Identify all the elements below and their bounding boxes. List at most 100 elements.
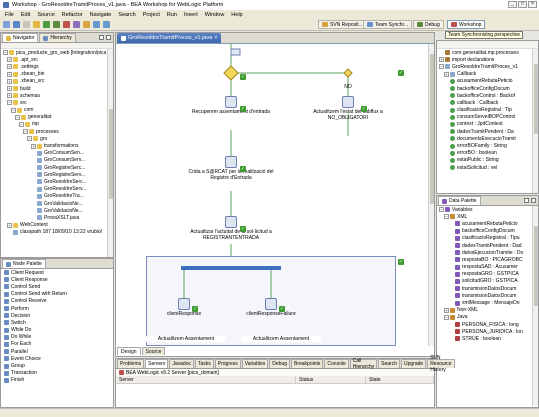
tab-search[interactable]: Search bbox=[378, 359, 400, 368]
tree-item[interactable]: backofficeConfigDocum bbox=[437, 85, 538, 92]
search-icon[interactable] bbox=[83, 21, 90, 28]
node-palette-item[interactable]: Event Choice bbox=[4, 355, 113, 362]
new-icon[interactable] bbox=[3, 21, 10, 28]
tree-item[interactable]: +transformations bbox=[1, 142, 113, 149]
tree-item[interactable]: errorBOFamily : String bbox=[437, 142, 538, 149]
tree-item[interactable]: documentsExecucioTramit bbox=[437, 135, 538, 142]
tree-item[interactable]: −generalitat bbox=[1, 114, 113, 121]
menu-search[interactable]: Search bbox=[118, 11, 136, 18]
expand-icon[interactable]: + bbox=[31, 143, 36, 149]
node-palette-item[interactable]: Control Receive bbox=[4, 298, 113, 305]
tree-item[interactable]: +Callback bbox=[437, 71, 538, 78]
collapse-icon[interactable]: − bbox=[27, 136, 32, 142]
tab-tasks[interactable]: Tasks bbox=[194, 359, 214, 368]
tree-item[interactable]: clasificacioRegistral : Tipu bbox=[437, 235, 538, 242]
collapse-icon[interactable]: − bbox=[7, 100, 12, 106]
tab-design[interactable]: Design bbox=[117, 347, 141, 355]
node-actualitzem-subflux[interactable]: Actualitzem l'estat del subflux a NO_OBL… bbox=[306, 96, 390, 121]
menu-refactor[interactable]: Refactor bbox=[61, 11, 83, 18]
tree-item[interactable]: −GroResoldreTramitProces_v1 bbox=[437, 63, 538, 70]
collapse-icon[interactable]: − bbox=[23, 129, 28, 135]
node-palette-item[interactable]: Decision bbox=[4, 312, 113, 319]
tree-item[interactable]: −processes bbox=[1, 128, 113, 135]
navigator-tree[interactable]: −pica_producte_gro_web [Integration/pica… bbox=[1, 49, 113, 257]
expand-icon[interactable]: + bbox=[439, 57, 444, 63]
tree-item[interactable]: solicitudGRO : GSTPICA bbox=[437, 278, 538, 285]
node-palette-item[interactable]: Transaction bbox=[4, 370, 113, 377]
node-crida-sarcat[interactable]: Crida a S@RCAT per la realització del Re… bbox=[186, 156, 276, 181]
editor-scrollbar[interactable] bbox=[428, 44, 434, 346]
tree-item[interactable]: GroResoldreTra... bbox=[1, 193, 113, 200]
tree-item[interactable]: +.settings bbox=[1, 63, 113, 70]
back-icon[interactable] bbox=[93, 21, 100, 28]
expand-icon[interactable]: + bbox=[7, 222, 12, 228]
expand-icon[interactable]: + bbox=[7, 71, 12, 77]
collapse-icon[interactable]: − bbox=[19, 121, 24, 127]
close-button[interactable]: × bbox=[528, 1, 537, 8]
tree-item[interactable]: dadesTramitPendent : Da bbox=[437, 128, 538, 135]
node-palette-item[interactable]: For Each bbox=[4, 341, 113, 348]
maximize-view-button[interactable] bbox=[531, 198, 536, 203]
tree-item[interactable]: backofficeConfigDocum bbox=[437, 228, 538, 235]
tree-item[interactable]: −src bbox=[1, 99, 113, 106]
expand-icon[interactable]: + bbox=[7, 57, 12, 63]
tree-item[interactable]: GroConsumServ... bbox=[1, 157, 113, 164]
expand-icon[interactable]: + bbox=[7, 93, 12, 99]
tree-item[interactable]: +.xbean_src bbox=[1, 78, 113, 85]
node-client-response-failure[interactable]: clientResponseFailure bbox=[236, 298, 306, 317]
tree-item[interactable]: GroConsumSen... bbox=[1, 150, 113, 157]
tab-hierarchy[interactable]: Hierarchy bbox=[39, 33, 76, 42]
node-recuperem-assentament[interactable]: Recuperem assentament d'entrada bbox=[186, 96, 276, 115]
tab-variables[interactable]: Variables bbox=[241, 359, 269, 368]
menu-help[interactable]: Help bbox=[231, 11, 243, 18]
tab-upgrade[interactable]: Upgrade bbox=[401, 359, 427, 368]
tree-item[interactable]: +build bbox=[1, 85, 113, 92]
node-palette-item[interactable]: Control Send bbox=[4, 283, 113, 290]
tree-item[interactable]: estatSolicitud : vel bbox=[437, 164, 538, 171]
minimize-view-button[interactable] bbox=[99, 35, 104, 40]
tree-item[interactable]: respostaGRO : GSTPICA bbox=[437, 271, 538, 278]
tree-item[interactable]: −mp bbox=[1, 121, 113, 128]
expand-icon[interactable]: + bbox=[7, 86, 12, 92]
node-client-response[interactable]: clientResponse bbox=[156, 298, 212, 317]
tab-svn-resource-history[interactable]: SVN Resource History bbox=[427, 355, 455, 373]
tree-item[interactable]: +import declarations bbox=[437, 56, 538, 63]
tree-item[interactable]: PERSONA_JURIDICA : lon bbox=[437, 328, 538, 335]
external-tools-icon[interactable] bbox=[73, 21, 80, 28]
tab-call-hierarchy[interactable]: Call Hierarchy bbox=[349, 358, 378, 370]
tree-item[interactable]: STRUE : boolean bbox=[437, 335, 538, 342]
tab-progress[interactable]: Progress bbox=[214, 359, 241, 368]
tab-problems[interactable]: Problems bbox=[117, 359, 145, 368]
print-icon[interactable] bbox=[23, 21, 30, 28]
tab-node-palette[interactable]: Node Palette bbox=[2, 259, 46, 268]
tree-item[interactable]: backofficeControl : Backof bbox=[437, 92, 538, 99]
tree-item[interactable]: datosEjecucionTramite : Do bbox=[437, 249, 538, 256]
tab-editor-file[interactable]: GroResoldreTramitProces_v1.java × bbox=[117, 33, 222, 43]
tab-debug[interactable]: Debug bbox=[269, 359, 290, 368]
tab-source[interactable]: Source bbox=[141, 347, 166, 355]
tree-item[interactable]: transmisionDatosDocum bbox=[437, 292, 538, 299]
tree-item[interactable]: +WebContent bbox=[1, 222, 113, 229]
perspective-debug[interactable]: Debug bbox=[413, 20, 444, 29]
tree-item[interactable]: +.xbean_bin bbox=[1, 71, 113, 78]
tab-breakpoints[interactable]: Breakpoints bbox=[291, 359, 324, 368]
debug-icon[interactable] bbox=[53, 21, 60, 28]
menu-insert[interactable]: Insert bbox=[183, 11, 198, 18]
tree-item[interactable]: classpath 187 18/09/10 13:22 vrubiol bbox=[1, 229, 113, 236]
expand-icon[interactable]: + bbox=[7, 64, 12, 70]
node-palette-item[interactable]: Perform bbox=[4, 305, 113, 312]
tree-item[interactable]: acusamentRebutaPeticio bbox=[437, 220, 538, 227]
tree-item[interactable]: xmlMessage : MensajeDo bbox=[437, 299, 538, 306]
node-palette-item[interactable]: Switch bbox=[4, 319, 113, 326]
menu-source[interactable]: Source bbox=[37, 11, 55, 18]
tree-item[interactable]: +Non-XML bbox=[437, 307, 538, 314]
tree-item[interactable]: respostaBO : PICAGROBC bbox=[437, 256, 538, 263]
tree-item[interactable]: GroValidacioNe... bbox=[1, 207, 113, 214]
tree-item[interactable]: com.generalitat.mp.processes bbox=[437, 49, 538, 56]
expand-icon[interactable]: + bbox=[444, 307, 449, 313]
maximize-view-button[interactable] bbox=[106, 35, 111, 40]
collapse-icon[interactable]: − bbox=[15, 114, 20, 120]
tree-item[interactable]: estatPublic : String bbox=[437, 157, 538, 164]
